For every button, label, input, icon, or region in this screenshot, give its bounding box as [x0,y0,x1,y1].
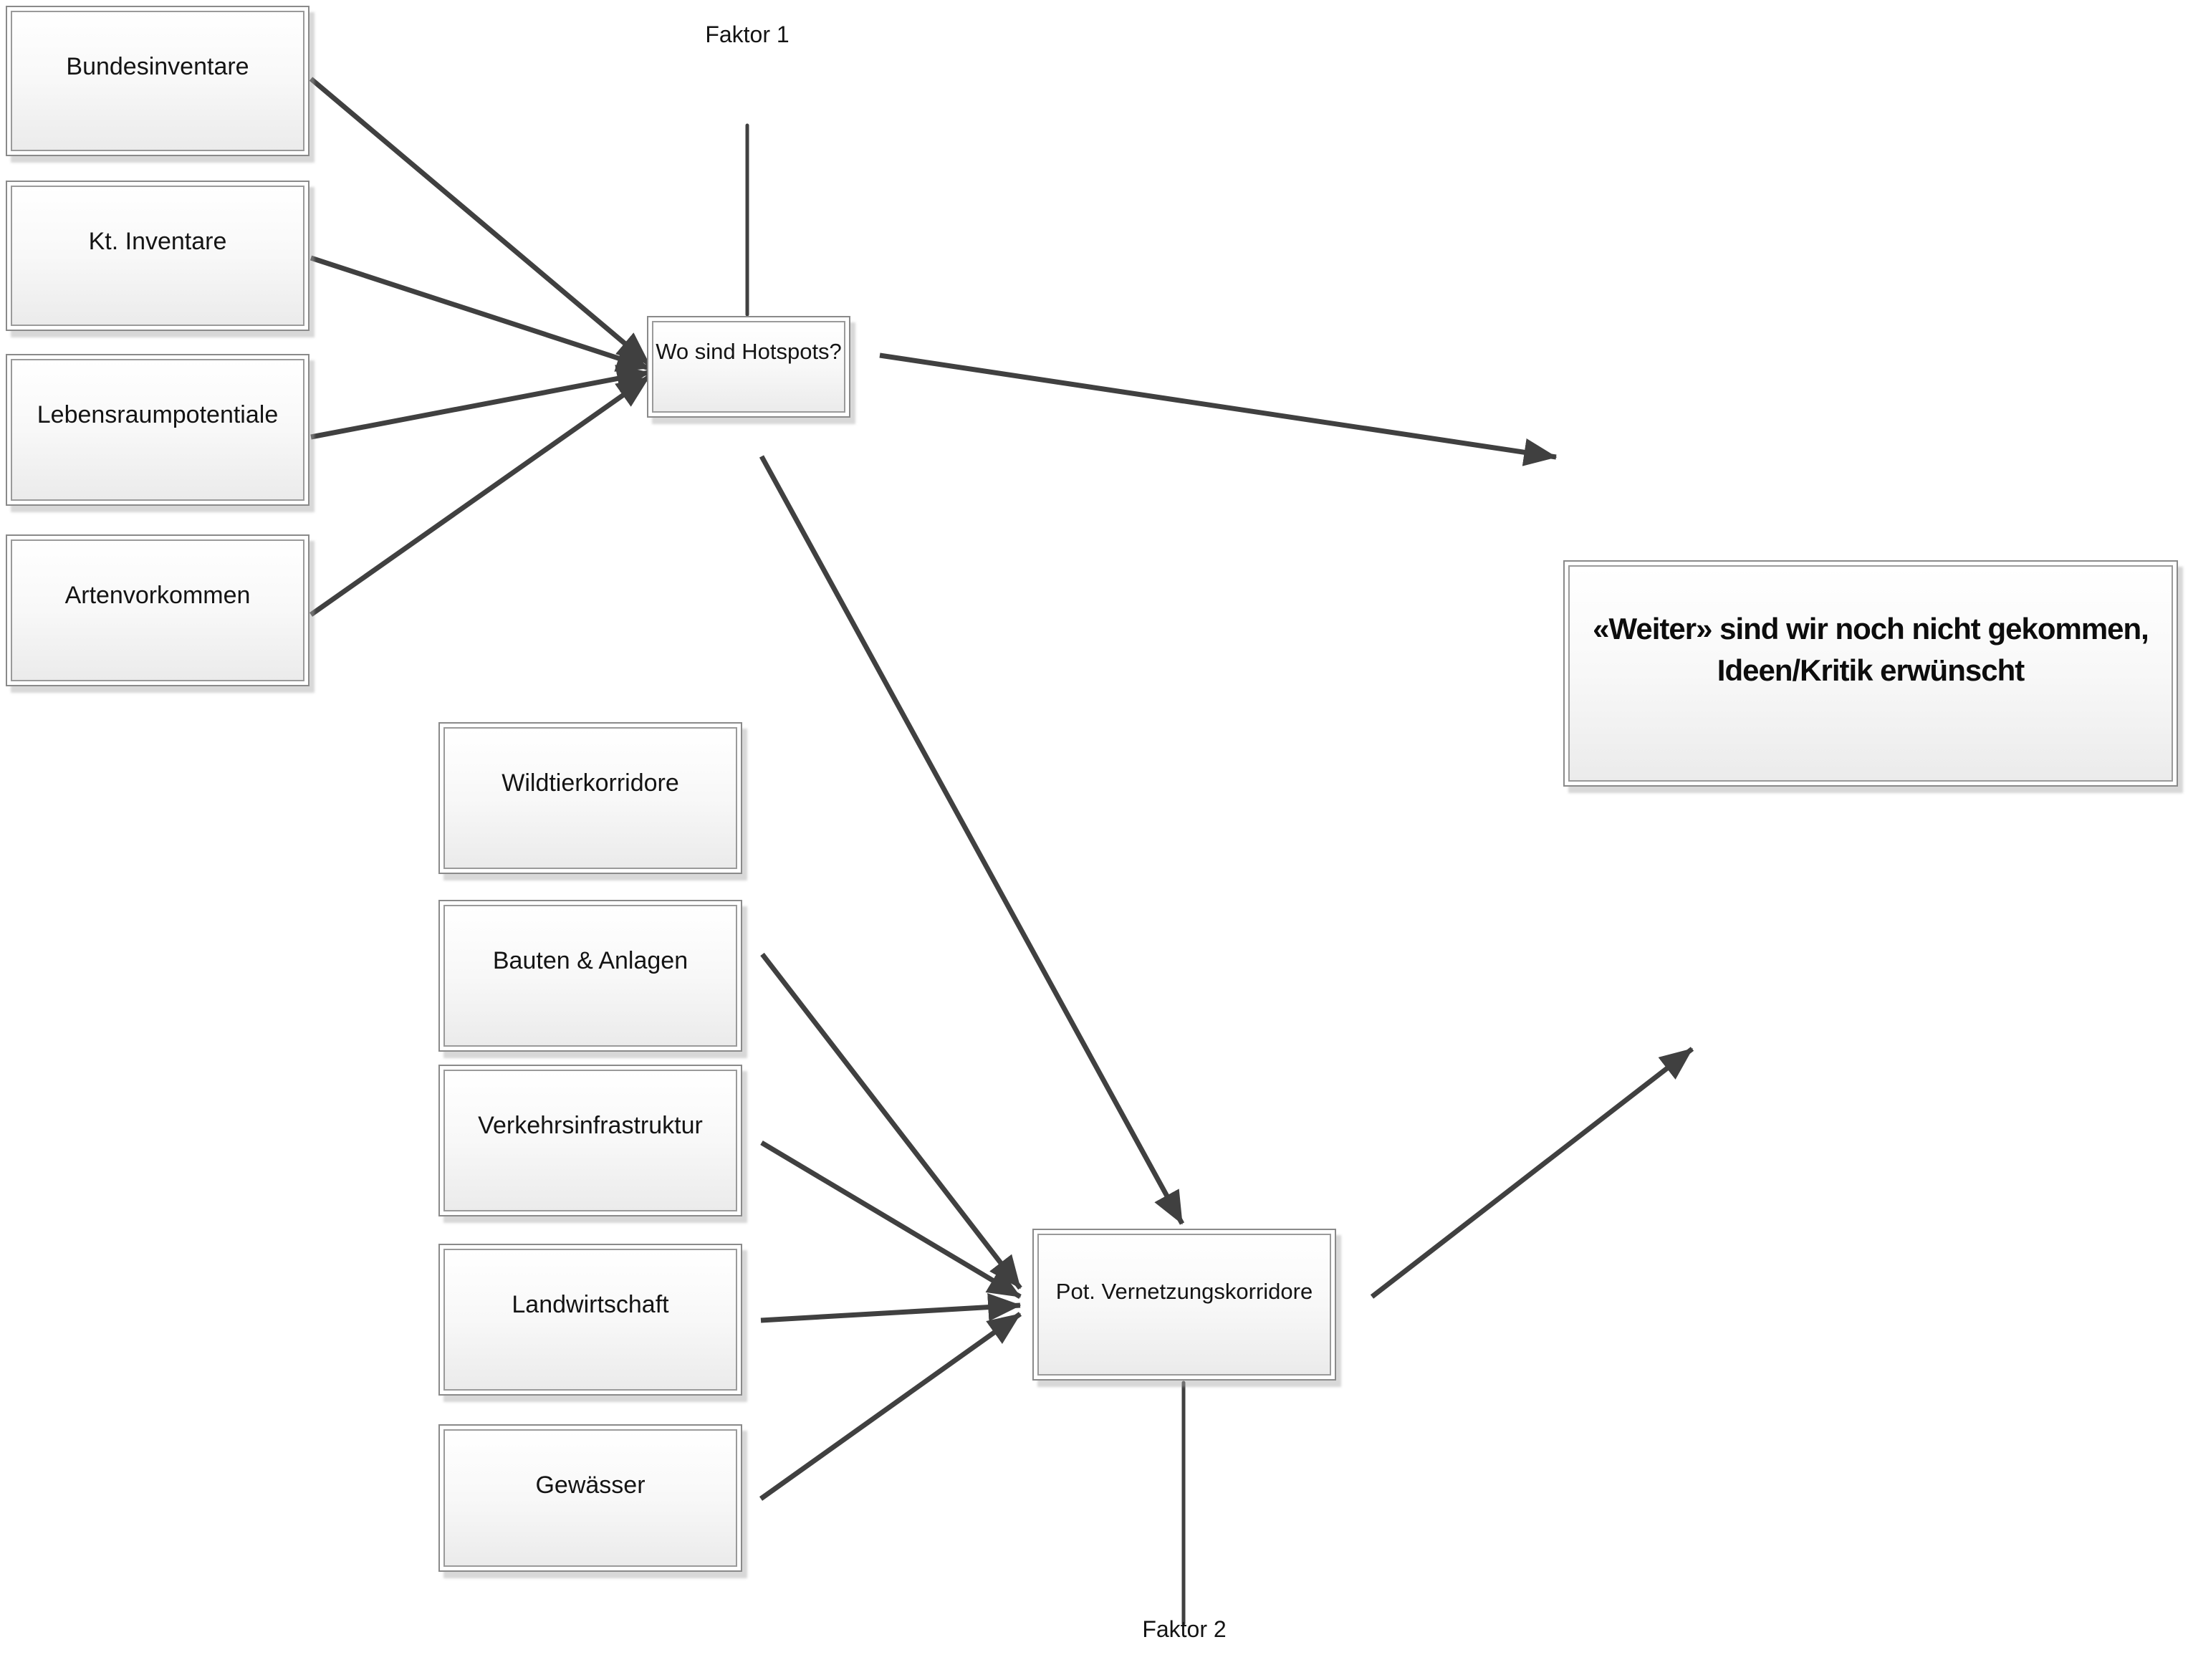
connector-bauten-vernetzungskorridore [760,952,1022,1290]
node-gewaesser-body: Gewässer [443,1429,737,1567]
node-kt-inventare: Kt. Inventare [6,181,310,331]
node-bauten-anlagen-label: Bauten & Anlagen [492,947,688,974]
node-artenvorkommen-label: Artenvorkommen [64,582,251,609]
node-gewaesser-label: Gewässer [535,1472,646,1499]
note-box: «Weiter» sind wir noch nicht gekommen, I… [1563,560,2178,787]
node-verkehrsinfrastruktur-label: Verkehrsinfrastruktur [478,1112,703,1139]
connector-bundesinventare-hotspots [309,77,651,366]
node-lebensraumpotentiale: Lebensraumpotentiale [6,354,310,506]
node-landwirtschaft-body: Landwirtschaft [443,1249,737,1391]
node-landwirtschaft: Landwirtschaft [438,1244,742,1396]
factor1-label: Faktor 1 [705,21,790,47]
node-artenvorkommen-body: Artenvorkommen [11,539,304,681]
node-bundesinventare-body: Bundesinventare [11,11,304,151]
node-verkehrsinfrastruktur: Verkehrsinfrastruktur [438,1065,742,1216]
node-wildtierkorridore: Wildtierkorridore [438,722,742,874]
note-box-label: «Weiter» sind wir noch nicht gekommen, I… [1593,612,2149,687]
connector-hotspots-right-arrow [879,352,1558,466]
note-box-body: «Weiter» sind wir noch nicht gekommen, I… [1568,565,2173,782]
connector-vernetzungskorridore-up-arrow [1370,1047,1694,1299]
node-bauten-anlagen-body: Bauten & Anlagen [443,905,737,1047]
node-lebensraumpotentiale-label: Lebensraumpotentiale [37,401,279,428]
node-verkehrsinfrastruktur-body: Verkehrsinfrastruktur [443,1070,737,1211]
connector-artenvorkommen-hotspots [309,375,651,617]
node-pot-vernetzungskorridore-body: Pot. Vernetzungskorridore [1037,1234,1331,1376]
node-wildtierkorridore-label: Wildtierkorridore [502,769,679,797]
node-gewaesser: Gewässer [438,1424,742,1572]
factor2-label: Faktor 2 [1142,1616,1227,1642]
node-wo-sind-hotspots: Wo sind Hotspots? [647,316,850,418]
node-lebensraumpotentiale-body: Lebensraumpotentiale [11,359,304,501]
node-wo-sind-hotspots-body: Wo sind Hotspots? [652,321,845,413]
connector-verkehr-vernetzungskorridore [760,1140,1022,1300]
node-bauten-anlagen: Bauten & Anlagen [438,900,742,1052]
node-bundesinventare: Bundesinventare [6,6,310,156]
node-artenvorkommen: Artenvorkommen [6,534,310,686]
connector-kt-inventare-hotspots [310,255,651,372]
node-kt-inventare-label: Kt. Inventare [88,228,227,255]
node-kt-inventare-body: Kt. Inventare [11,186,304,326]
connector-landwirtschaft-vernetzungskorridore [760,1293,1022,1323]
node-pot-vernetzungskorridore-label: Pot. Vernetzungskorridore [1055,1279,1313,1304]
connector-gewaesser-vernetzungskorridore [759,1312,1022,1501]
node-landwirtschaft-label: Landwirtschaft [512,1291,669,1318]
node-wildtierkorridore-body: Wildtierkorridore [443,727,737,869]
connector-hotspots-vernetzungskorridore [759,455,1185,1225]
node-bundesinventare-label: Bundesinventare [66,53,249,80]
node-wo-sind-hotspots-label: Wo sind Hotspots? [656,339,842,364]
node-pot-vernetzungskorridore: Pot. Vernetzungskorridore [1032,1229,1336,1381]
connector-lebensraumpotentiale-hotspots [310,365,651,440]
